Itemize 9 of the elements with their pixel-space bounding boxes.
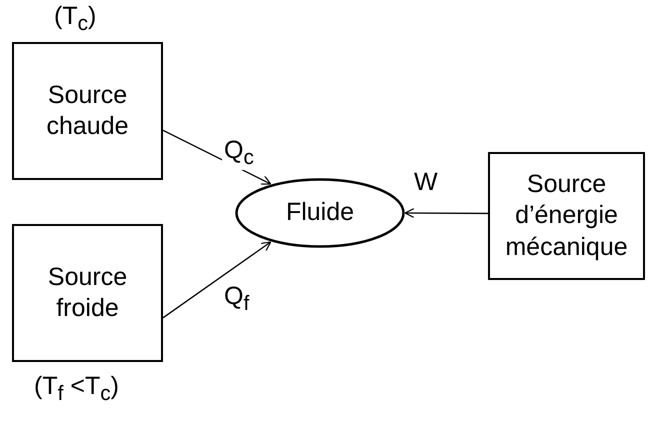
- source-box: [12, 42, 163, 180]
- node-label: Fluide: [284, 197, 356, 228]
- source-box: [12, 224, 163, 362]
- source-box: [488, 152, 645, 280]
- arrow: [404, 208, 488, 218]
- node-label: Source chaude: [45, 80, 130, 142]
- arrow: [162, 241, 272, 318]
- node-label: Source froide: [46, 262, 128, 324]
- node-label: Source d’énergie mécanique: [504, 169, 629, 263]
